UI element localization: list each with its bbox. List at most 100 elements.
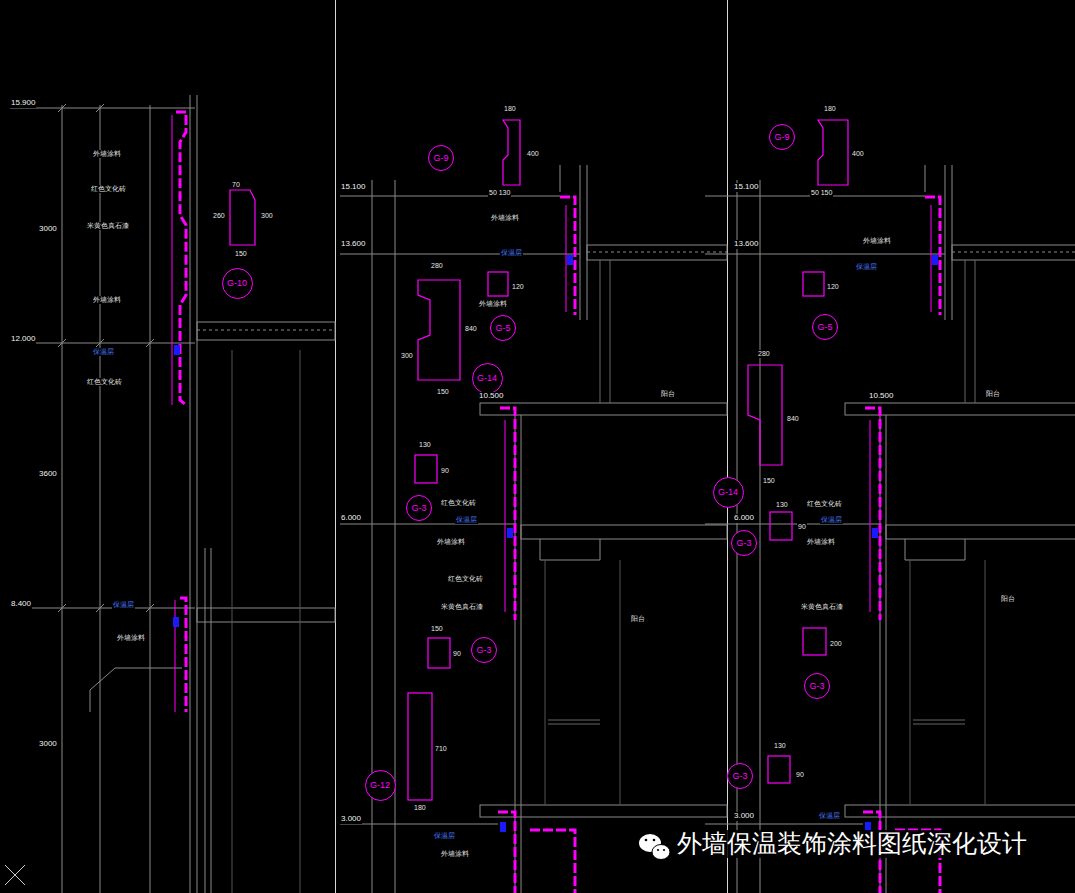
profile-detail bbox=[415, 455, 437, 483]
material-note: 米黄色真石漆 bbox=[800, 603, 844, 611]
icon-bubble bbox=[639, 834, 661, 852]
callout-bubble: G-3 bbox=[727, 763, 753, 789]
dimension-text: 3000 bbox=[38, 740, 58, 749]
material-note: 米黄色真石漆 bbox=[86, 222, 130, 230]
elevation-mark: 15.100 bbox=[340, 183, 366, 192]
insulation-note: 保温层 bbox=[820, 516, 843, 524]
profile-detail bbox=[428, 638, 450, 668]
profile-detail bbox=[768, 756, 790, 783]
interior-line bbox=[545, 560, 620, 805]
elevation-line bbox=[340, 196, 580, 824]
material-note: 300 bbox=[260, 212, 274, 220]
material-note: 阳台 bbox=[630, 615, 646, 623]
elevation-mark: 3.000 bbox=[733, 812, 755, 821]
decor-profile bbox=[560, 197, 575, 315]
callout-bubble: G-9 bbox=[428, 145, 454, 171]
beam-outline bbox=[540, 539, 600, 560]
material-note: 红色文化砖 bbox=[86, 378, 123, 386]
material-note: 150 bbox=[436, 388, 450, 396]
callout-number: G-5 bbox=[495, 324, 510, 333]
material-note: 180 bbox=[413, 804, 427, 812]
elevation-mark: 6.000 bbox=[733, 514, 755, 523]
callout-bubble: G-3 bbox=[731, 530, 757, 556]
profile-detail bbox=[803, 628, 826, 655]
dimension-line bbox=[62, 105, 150, 893]
insulation-mark bbox=[174, 345, 180, 355]
roof-layer bbox=[587, 252, 727, 253]
profile-details bbox=[408, 120, 848, 800]
material-note: 外墙涂料 bbox=[478, 300, 508, 308]
insulation-note: 保温层 bbox=[500, 249, 523, 257]
callout-number: G-9 bbox=[774, 133, 789, 142]
material-note: 150 bbox=[234, 250, 248, 258]
decor-profile bbox=[176, 112, 186, 405]
material-note: 50 130 bbox=[488, 189, 511, 197]
railing-line bbox=[548, 720, 600, 724]
material-note: 130 bbox=[775, 501, 789, 509]
callout-number: G-9 bbox=[433, 154, 448, 163]
roof-slab bbox=[587, 245, 727, 260]
callout-number: G-3 bbox=[732, 772, 747, 781]
material-note: 90 bbox=[797, 523, 807, 531]
material-note: 840 bbox=[786, 415, 800, 423]
callout-bubble: G-14 bbox=[472, 363, 503, 394]
material-note: 70 bbox=[231, 181, 241, 189]
floor-slab bbox=[480, 403, 727, 415]
material-note: 180 bbox=[823, 105, 837, 113]
material-note: 外墙涂料 bbox=[862, 237, 892, 245]
material-note: 米黄色真石漆 bbox=[440, 603, 484, 611]
elevation-mark: 10.500 bbox=[478, 392, 504, 401]
material-note: 710 bbox=[434, 745, 448, 753]
decor-profile bbox=[498, 812, 575, 893]
frame-lines bbox=[336, 0, 728, 893]
g-shape bbox=[498, 197, 575, 893]
profile-detail bbox=[488, 272, 508, 296]
elevation-mark: 13.600 bbox=[340, 240, 366, 249]
callout-bubble: G-5 bbox=[812, 314, 838, 340]
insulation-note: 保温层 bbox=[92, 348, 115, 356]
decor-profile bbox=[180, 598, 186, 712]
floor-slab bbox=[197, 608, 335, 622]
elevation-mark: 6.000 bbox=[340, 514, 362, 523]
icon-bubble bbox=[652, 845, 670, 860]
callout-bubble: G-9 bbox=[769, 124, 795, 150]
insulation-note: 保温层 bbox=[112, 601, 135, 609]
insulation-mark bbox=[507, 528, 513, 538]
dimension-text: 3600 bbox=[38, 470, 58, 479]
material-note: 阳台 bbox=[985, 390, 1001, 398]
insulation-note: 保温层 bbox=[433, 832, 456, 840]
icon-eye bbox=[645, 839, 648, 842]
material-note: 红色文化砖 bbox=[90, 185, 127, 193]
callout-bubble: G-3 bbox=[804, 673, 830, 699]
material-note: 180 bbox=[503, 105, 517, 113]
material-note: 130 bbox=[418, 441, 432, 449]
dimension-tick bbox=[58, 104, 154, 612]
material-note: 90 bbox=[440, 467, 450, 475]
left-wall-section bbox=[10, 95, 335, 893]
dimension-text: 3000 bbox=[38, 225, 58, 234]
callout-number: G-5 bbox=[817, 323, 832, 332]
callout-bubble: G-3 bbox=[471, 637, 497, 663]
callout-bubble: G-14 bbox=[713, 477, 744, 508]
frame-line bbox=[335, 0, 336, 893]
elevation-mark: 12.000 bbox=[10, 335, 36, 344]
callout-number: G-10 bbox=[227, 279, 247, 288]
elevation-mark: 3.000 bbox=[340, 815, 362, 824]
floor-slab bbox=[480, 805, 727, 817]
insulation-note: 保温层 bbox=[855, 263, 878, 271]
material-note: 阳台 bbox=[660, 390, 676, 398]
material-note: 400 bbox=[851, 150, 865, 158]
profile-detail bbox=[818, 120, 848, 185]
material-note: 外墙涂料 bbox=[92, 296, 122, 304]
elevation-mark: 15.100 bbox=[733, 183, 759, 192]
material-note: 阳台 bbox=[1000, 595, 1016, 603]
wall-line bbox=[190, 95, 197, 893]
material-note: 90 bbox=[795, 771, 805, 779]
material-note: 280 bbox=[430, 262, 444, 270]
insulation-note: 保温层 bbox=[455, 516, 478, 524]
material-note: 150 bbox=[430, 625, 444, 633]
callout-number: G-14 bbox=[477, 374, 497, 383]
material-note: 外墙涂料 bbox=[92, 150, 122, 158]
elevation-mark: 10.500 bbox=[868, 392, 894, 401]
